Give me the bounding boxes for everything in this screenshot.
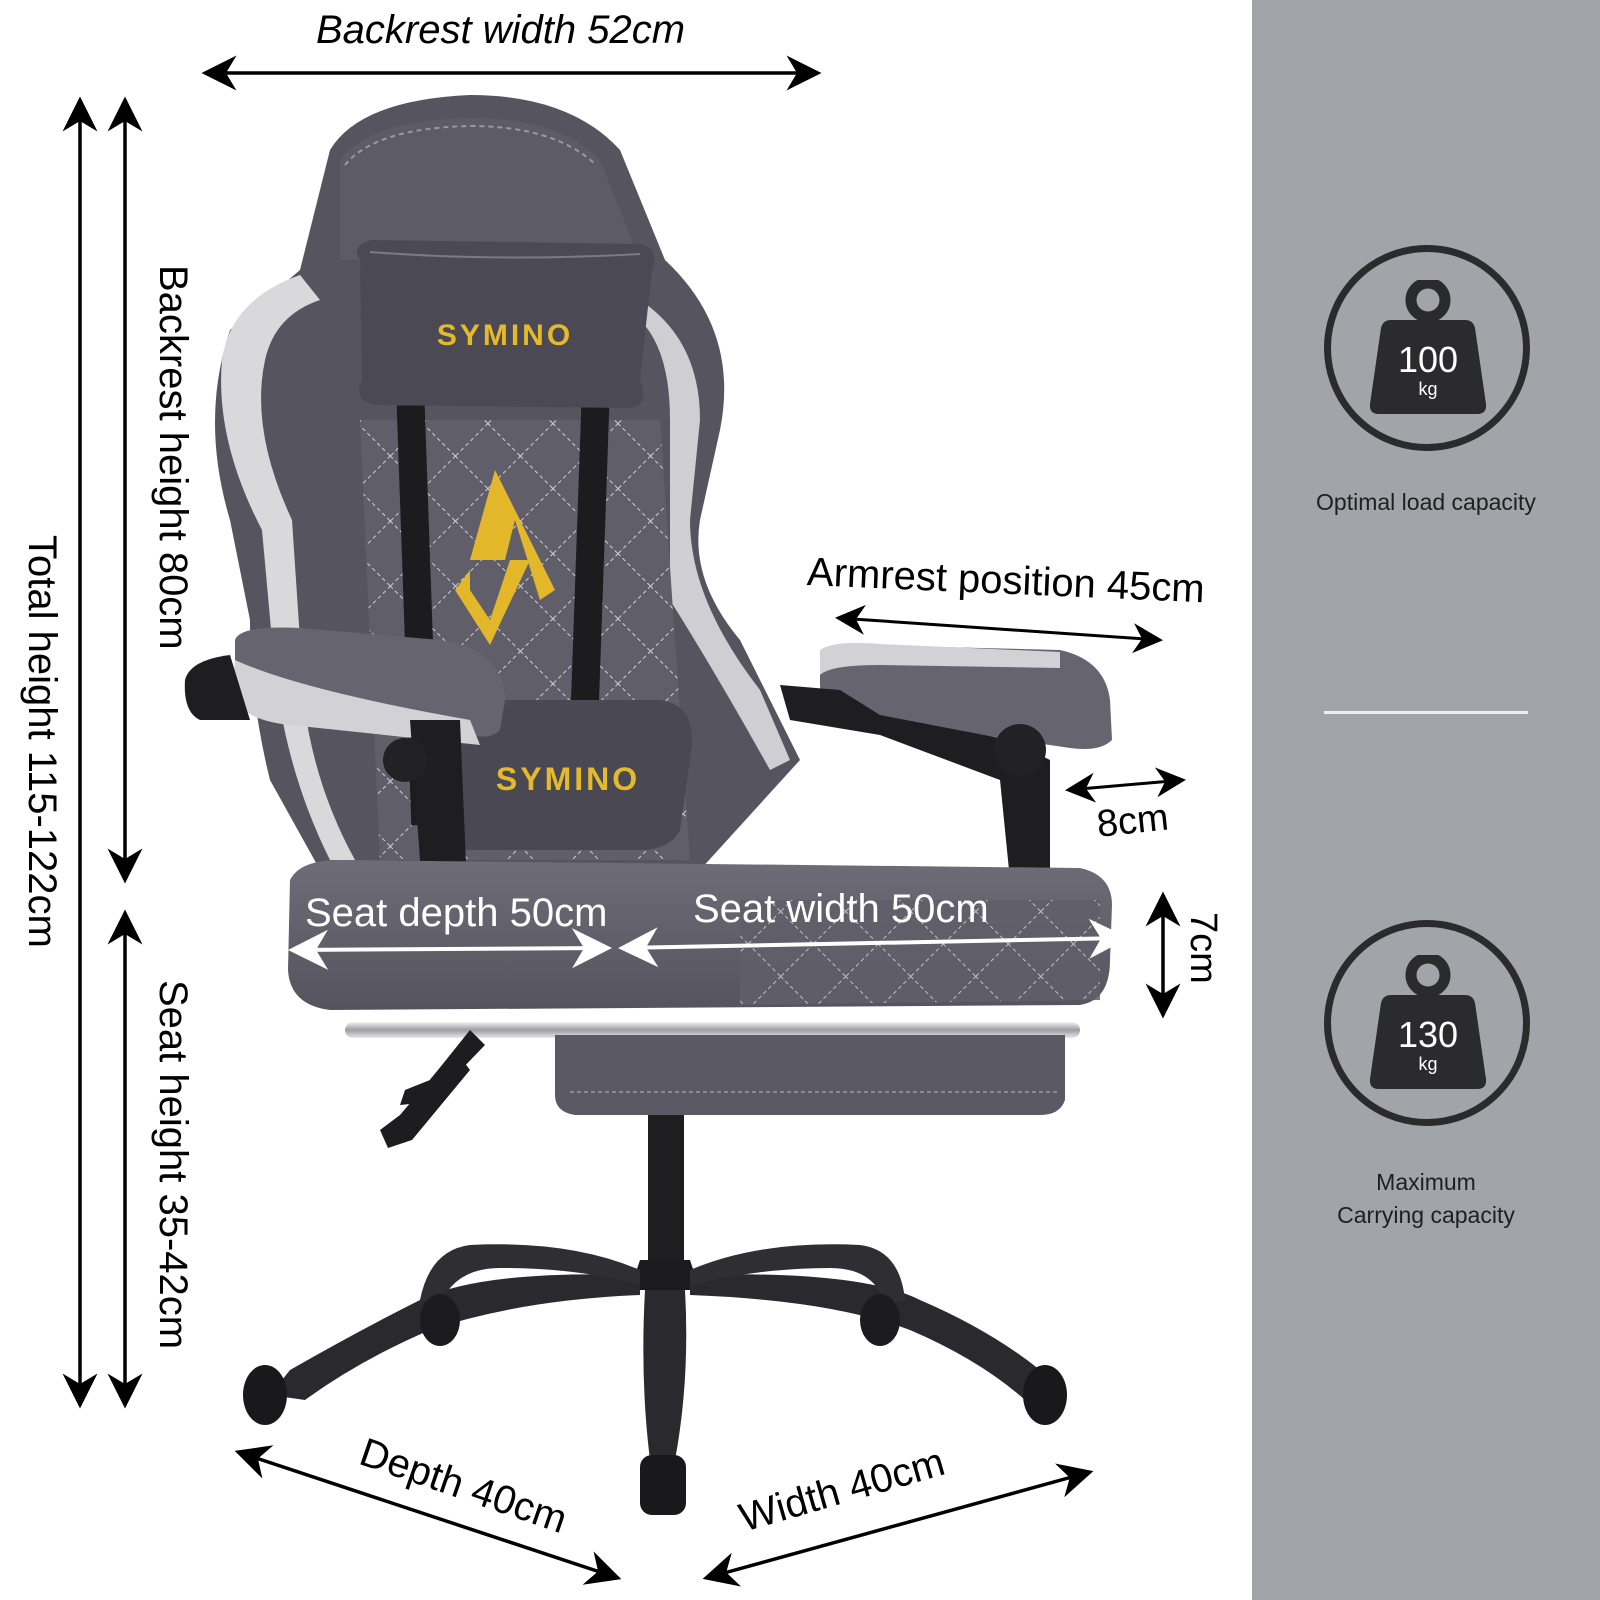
product-diagram: SYMINO SYMINO <box>20 8 1224 1587</box>
optimal-load-value: 100 <box>1397 339 1459 380</box>
lumbar-logo: SYMINO <box>496 761 640 797</box>
optimal-load-unit: kg <box>1418 379 1438 399</box>
seat-depth-label: Seat depth 50cm <box>305 891 608 935</box>
max-capacity-value: 130 <box>1397 1014 1459 1055</box>
armrest-adjust-label: 8cm <box>1094 796 1171 846</box>
weight-icon: 100 kg <box>1369 280 1487 420</box>
optimal-load-badge: 100 kg <box>1324 245 1530 451</box>
max-capacity-unit: kg <box>1418 1054 1438 1074</box>
optimal-load-caption: Optimal load capacity <box>1316 489 1536 515</box>
max-capacity-caption-line2: Carrying capacity <box>1337 1202 1515 1228</box>
max-capacity-badge: 130 kg <box>1324 920 1530 1126</box>
seat-thickness-label: 7cm <box>1182 912 1224 984</box>
backrest-height-label: Backrest height 80cm <box>151 265 195 650</box>
capacity-sidebar: 100 kg Optimal load capacity 130 kg Maxi… <box>1252 0 1600 1600</box>
max-capacity-caption-line1: Maximum <box>1376 1169 1476 1195</box>
headrest-logo: SYMINO <box>437 319 573 352</box>
weight-icon: 130 kg <box>1369 955 1487 1095</box>
sidebar-divider <box>1324 711 1528 714</box>
chair-illustration: SYMINO SYMINO <box>184 95 1112 1515</box>
backrest-width-label: Backrest width 52cm <box>316 8 686 52</box>
seat-width-label: Seat width 50cm <box>693 887 989 931</box>
total-height-label: Total height 115-122cm <box>20 535 64 948</box>
seat-height-label: Seat height 35-42cm <box>151 980 195 1350</box>
brand-emblem <box>455 470 555 645</box>
